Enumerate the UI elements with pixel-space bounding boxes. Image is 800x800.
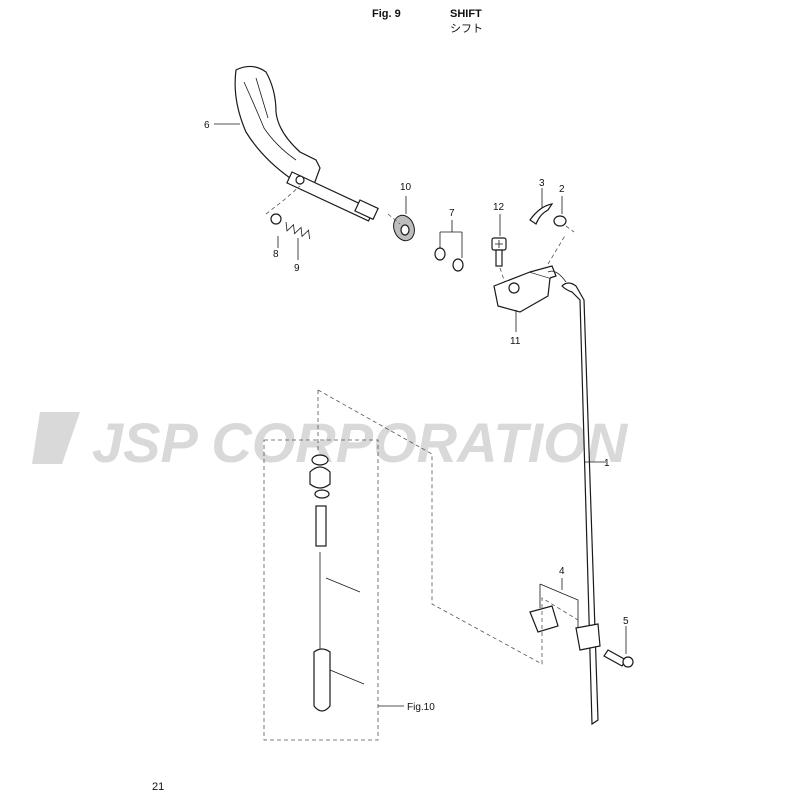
bolt-part-12 (491, 237, 507, 267)
washer-part-7b (452, 258, 464, 272)
watermark-text: JSP CORPORATION (92, 411, 629, 474)
shift-handle-part-6 (234, 65, 379, 222)
callout-2: 2 (559, 184, 565, 195)
shift-rod-part-1 (547, 270, 599, 726)
shift-lever-part-11 (493, 265, 557, 313)
washer-part-10 (393, 214, 415, 242)
callout-11: 11 (510, 336, 521, 347)
callout-9: 9 (294, 263, 300, 274)
detent-ball-part-8 (270, 213, 282, 225)
washer-part-7a (434, 247, 446, 261)
rod-clip-part-4 (529, 583, 601, 651)
callout-1: 1 (604, 458, 610, 469)
callout-4: 4 (559, 566, 565, 577)
page-title-en: SHIFT (450, 8, 482, 20)
fig10-reference-box (263, 389, 579, 741)
screw-part-5 (603, 649, 634, 668)
callout-10: 10 (400, 182, 412, 193)
callout-6: 6 (204, 120, 210, 131)
callout-3: 3 (539, 178, 545, 189)
callout-12: 12 (493, 202, 505, 213)
figure-number: Fig. 9 (372, 8, 401, 20)
fig10-reference-label: Fig.10 (407, 702, 435, 713)
callout-8: 8 (273, 249, 279, 260)
washer-part-2 (553, 215, 567, 227)
cotter-pin-part-3 (529, 203, 554, 225)
spring-part-9 (285, 221, 310, 240)
watermark-logo: JSP CORPORATION (32, 411, 629, 474)
page-number: 21 (152, 781, 165, 793)
callout-7: 7 (449, 208, 455, 219)
callout-5: 5 (623, 616, 629, 627)
page-title-jp: シフト (450, 22, 483, 35)
